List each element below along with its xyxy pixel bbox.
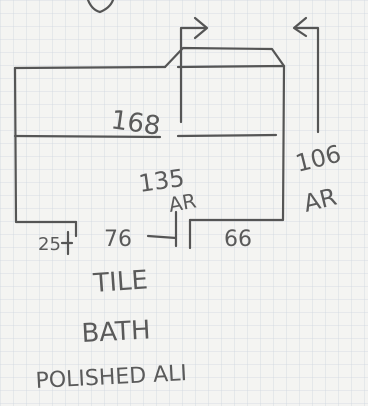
tile-label: TILE [91,265,148,299]
bottom-right-label: 66 [224,227,252,252]
floor-plan-lines [13,0,320,256]
right-dimension-line [293,26,320,134]
top-edge-mark [86,0,115,14]
arrow-left-icon [292,16,308,38]
left-and-bottom-wall [13,66,78,224]
room-label: BATH [81,315,152,349]
divider-right [176,133,278,138]
fitting-outline [163,46,286,69]
door-mark-label: AR [167,188,198,216]
bottom-mid-label: 76 [104,227,132,252]
left-dim-mark [60,230,74,256]
left-return-label: 25 [38,234,61,255]
top-wall-left [13,65,167,70]
width-mid-label: 135 [137,164,186,198]
centre-line [179,26,207,124]
width-top-label: 168 [109,105,162,142]
bottom-dim-line [146,234,178,240]
divider-left [13,134,162,139]
right-wall [176,64,286,222]
arrow-right-icon [193,16,209,40]
